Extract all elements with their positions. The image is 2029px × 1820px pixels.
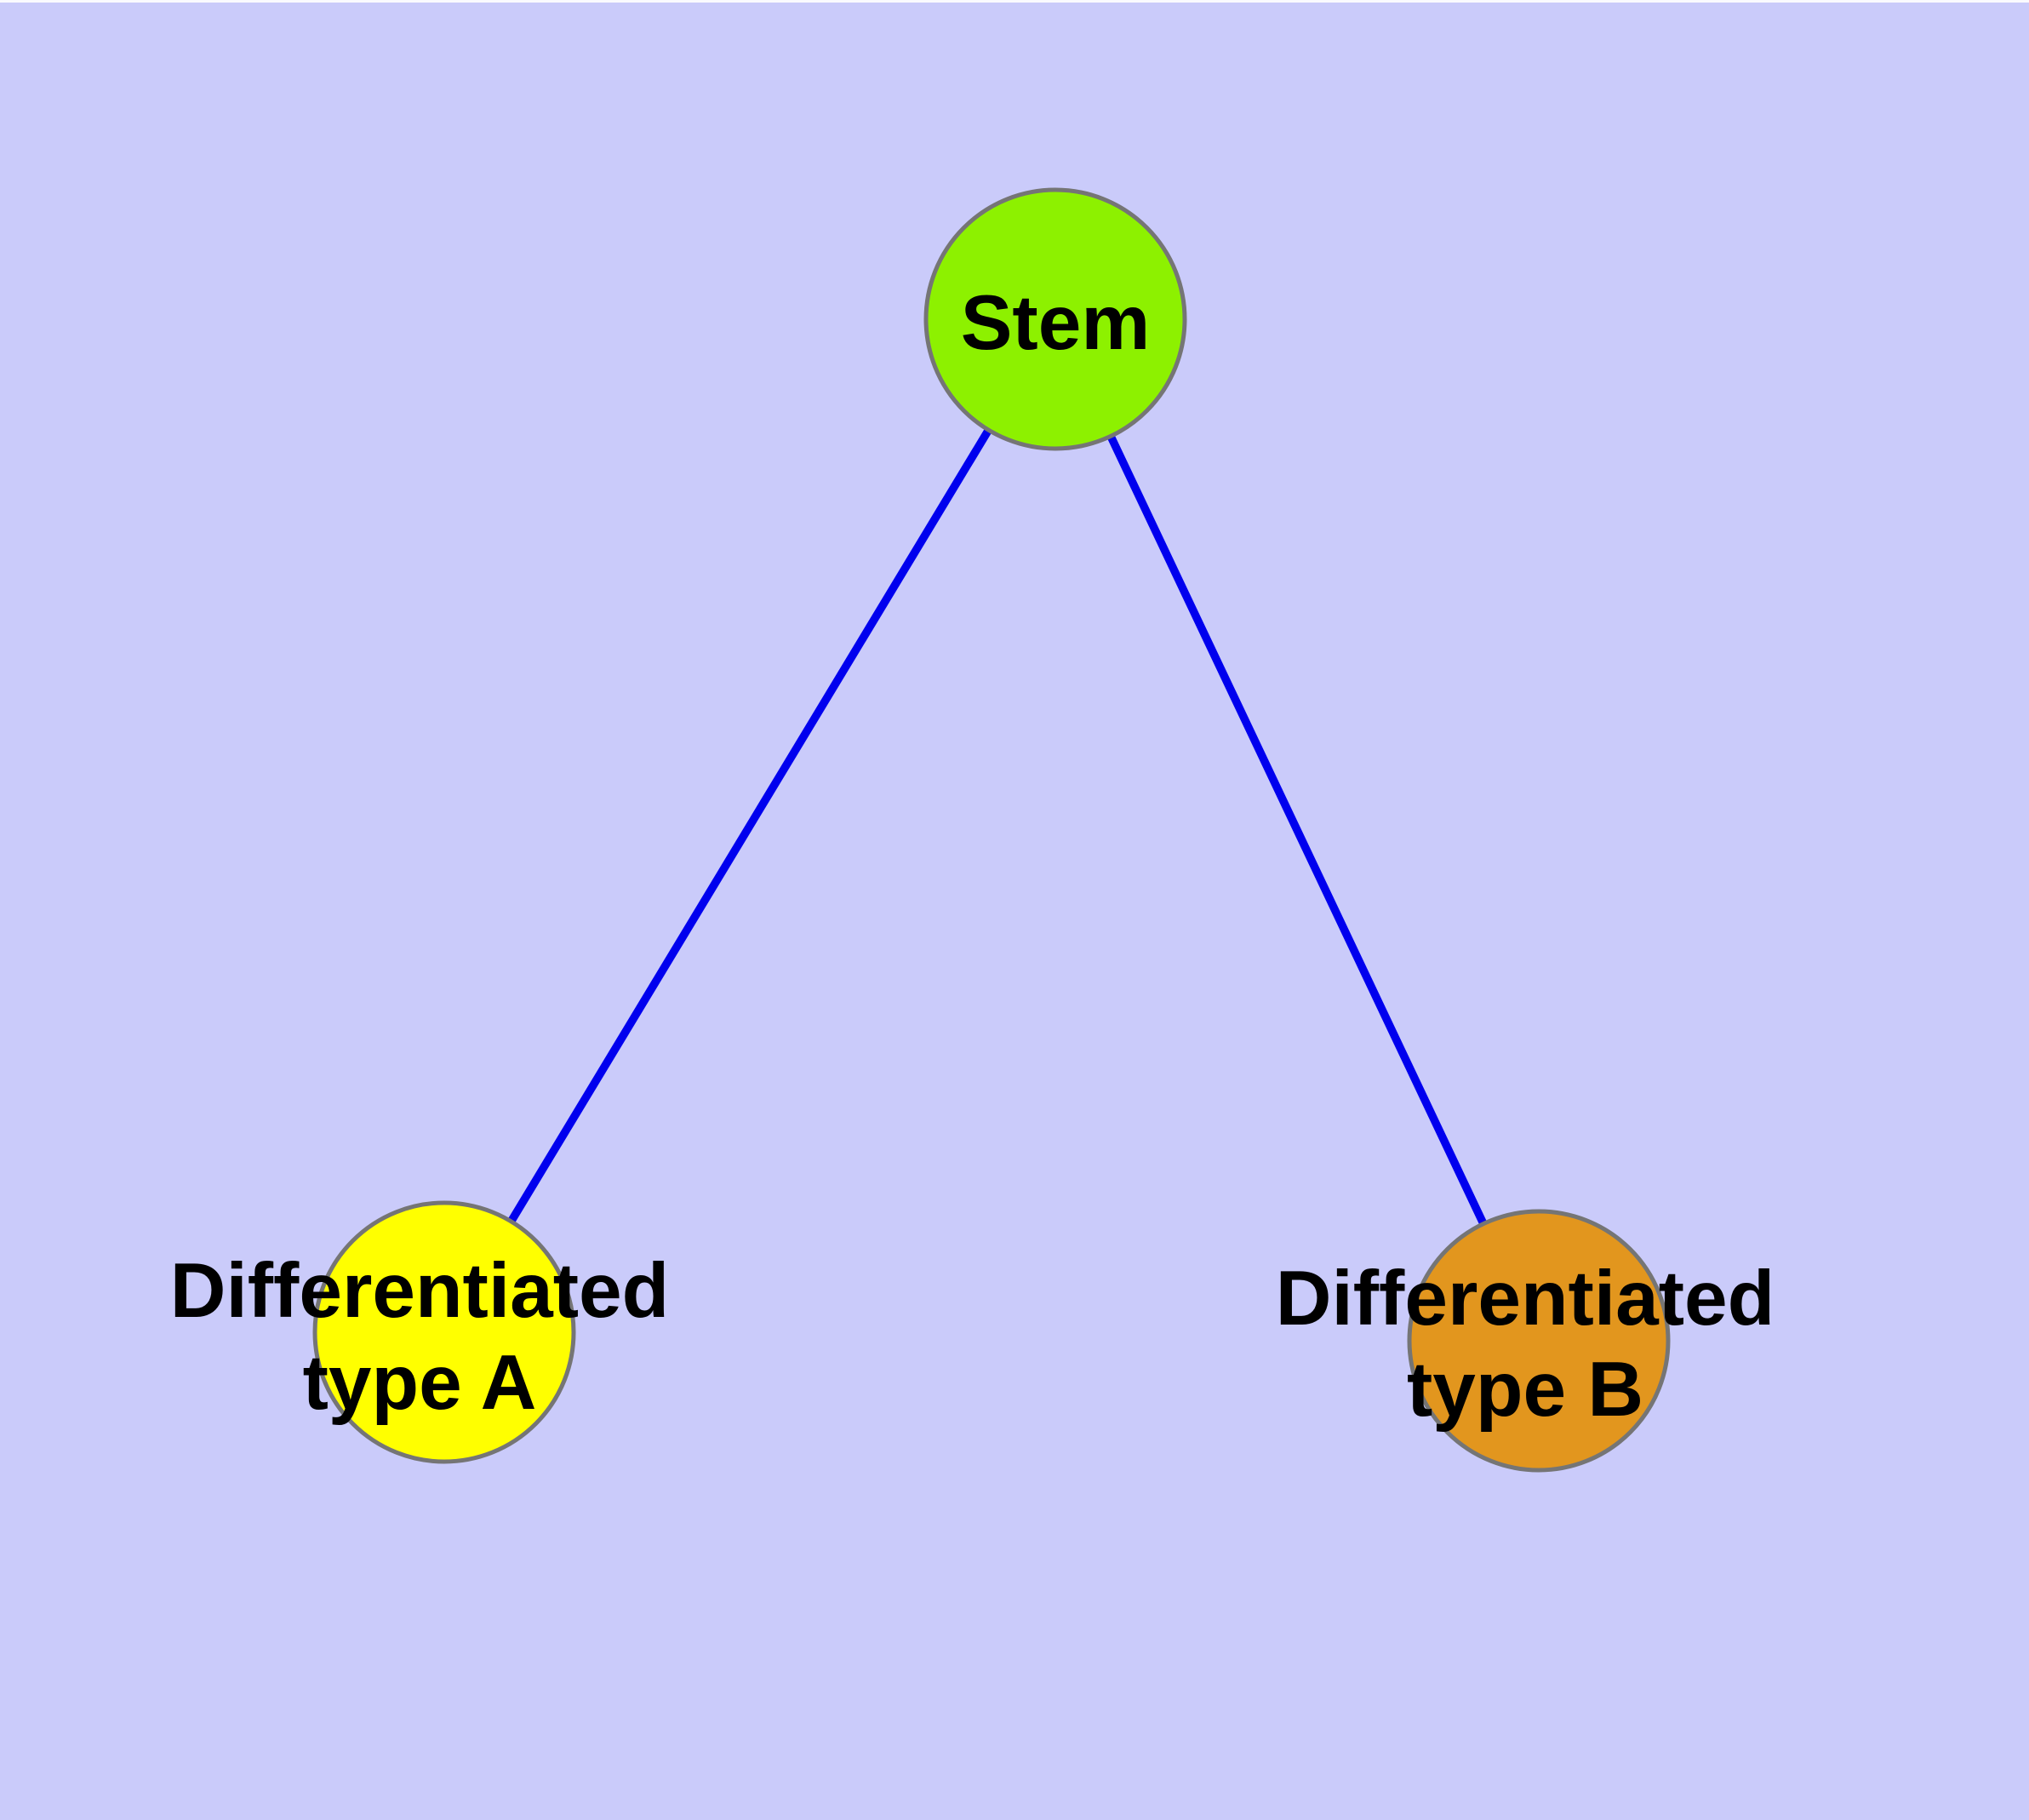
node-stem-circle <box>923 187 1187 451</box>
edge-stem-to-type-b <box>1051 317 1543 1343</box>
node-type-b-circle <box>1407 1209 1671 1473</box>
node-type-b-label-line1: Differentiated <box>1276 1256 1775 1342</box>
node-stem-label: Stem <box>961 280 1151 366</box>
node-type-a-label-line2: type A <box>303 1340 537 1426</box>
node-type-a-label-line1: Differentiated <box>170 1248 670 1334</box>
node-type-b-label-line2: type B <box>1407 1347 1643 1433</box>
top-edge-strip <box>0 0 2029 3</box>
node-type-a-circle <box>312 1200 576 1464</box>
edge-stem-to-type-a <box>440 317 1060 1335</box>
